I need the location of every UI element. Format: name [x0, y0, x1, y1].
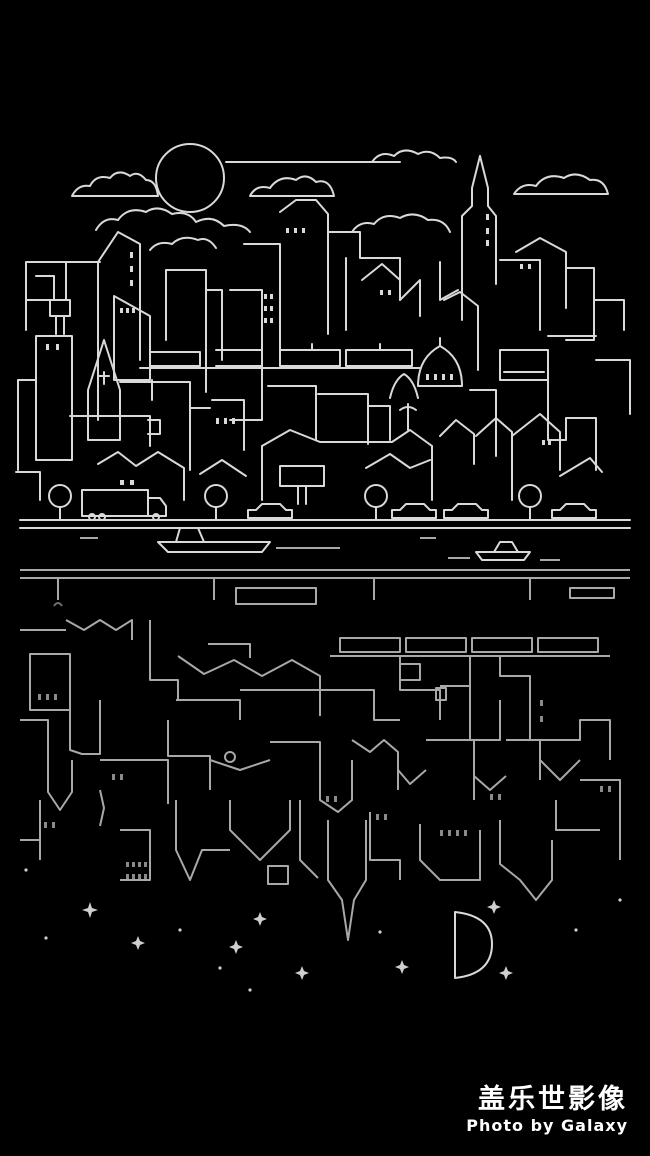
reflected-windows: [38, 694, 611, 879]
watermark-subtitle: Photo by Galaxy: [466, 1116, 628, 1135]
clouds: [71, 149, 609, 251]
upper-skyline: [15, 155, 631, 505]
stars: [24, 868, 622, 992]
street: [19, 484, 631, 529]
reflected-skyline: [20, 569, 630, 941]
watermark-title: 盖乐世影像: [478, 1084, 628, 1115]
river: [80, 527, 560, 561]
watermark: 盖乐世影像 Photo by Galaxy: [466, 1084, 628, 1136]
sun: [155, 143, 401, 213]
upper-windows: [46, 214, 551, 485]
crescent-moon: [454, 911, 493, 979]
